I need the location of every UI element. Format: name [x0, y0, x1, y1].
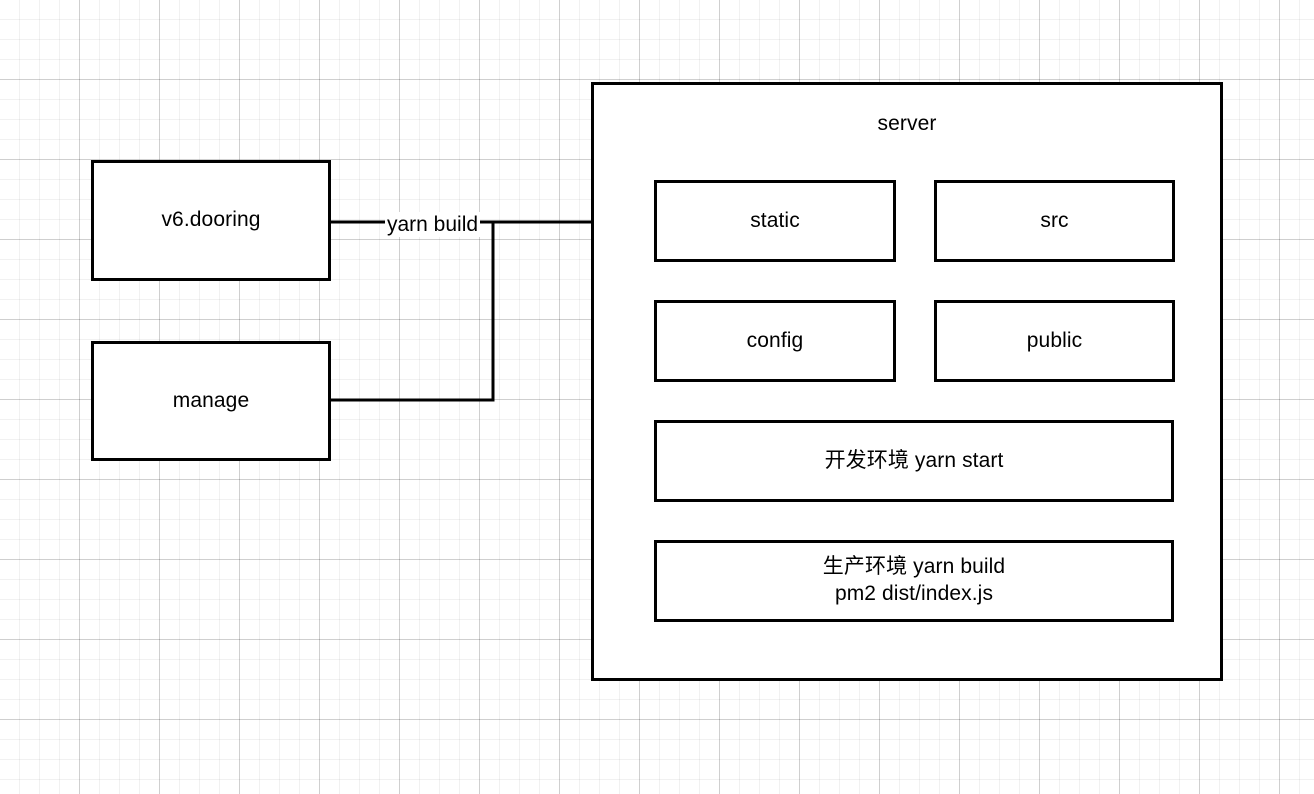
node-label-v6-dooring: v6.dooring — [161, 208, 261, 232]
edge-path-manage-to-static — [331, 222, 495, 402]
node-label-static: static — [750, 208, 800, 232]
node-label-src: src — [1040, 208, 1069, 232]
node-label-dev-env: 开发环境 yarn start — [824, 448, 1004, 472]
node-dev-env[interactable]: 开发环境 yarn start — [654, 420, 1174, 502]
node-config[interactable]: config — [654, 300, 896, 382]
node-label-public: public — [1026, 328, 1083, 352]
edge-label-yarn-build: yarn build — [385, 212, 481, 237]
container-title-server: server — [877, 112, 937, 135]
node-src[interactable]: src — [934, 180, 1175, 262]
node-static[interactable]: static — [654, 180, 896, 262]
node-prod-env[interactable]: 生产环境 yarn build pm2 dist/index.js — [654, 540, 1174, 622]
node-label-prod-env: 生产环境 yarn build pm2 dist/index.js — [822, 555, 1006, 605]
node-label-config: config — [746, 328, 804, 352]
node-label-manage: manage — [172, 388, 250, 412]
node-manage[interactable]: manage — [91, 341, 331, 461]
node-v6-dooring[interactable]: v6.dooring — [91, 160, 331, 281]
node-public[interactable]: public — [934, 300, 1175, 382]
